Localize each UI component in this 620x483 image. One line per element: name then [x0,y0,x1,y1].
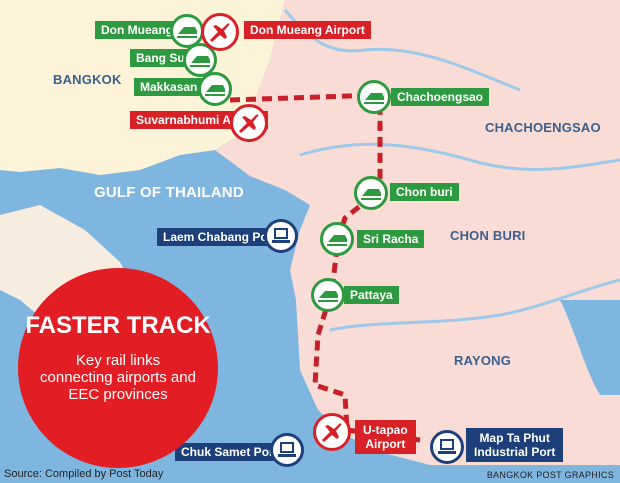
station-makkasan-label: Makkasan [134,78,204,96]
airport-utapao-line2: Airport [365,437,406,451]
port-chuk-samet-label: Chuk Samet Port [175,443,284,461]
page-title: FASTER TRACK [25,312,211,339]
region-chachoengsao: CHACHOENGSAO [485,120,601,135]
station-sri-racha-label: Sri Racha [357,230,425,248]
rail-line [229,92,421,443]
port-map-ta-phut-line1: Map Ta Phut [479,431,550,445]
port-crane-icon [264,219,298,253]
port-map-ta-phut-label: Map Ta Phut Industrial Port [466,428,564,462]
port-crane-icon [270,433,304,467]
region-bangkok: BANGKOK [53,72,122,87]
gulf-label: GULF OF THAILAND [94,184,244,201]
airport-don-mueang-label: Don Mueang Airport [244,21,371,39]
train-icon [311,278,345,312]
station-chonburi-label: Chon buri [390,183,459,201]
station-chachoengsao-label: Chachoengsao [391,88,490,106]
train-icon [320,222,354,256]
airplane-icon [201,13,239,51]
station-pattaya-label: Pattaya [344,286,399,304]
airplane-icon [230,104,268,142]
train-icon [357,80,391,114]
port-crane-icon [430,430,464,464]
port-laem-chabang-label: Laem Chabang Port [157,228,283,246]
port-map-ta-phut-line2: Industrial Port [474,445,556,459]
train-icon [198,72,232,106]
airport-utapao-label: U-tapao Airport [355,420,416,454]
sea-inlet-east [560,300,620,395]
airport-utapao-line1: U-tapao [363,423,408,437]
page-subtitle: Key rail links connecting airports and E… [40,352,196,403]
credit-note: BANGKOK POST GRAPHICS [486,470,614,480]
source-note: Source: Compiled by Post Today [4,468,164,480]
train-icon [354,176,388,210]
river-2 [299,142,620,171]
title-badge: FASTER TRACK Key rail links connecting a… [18,268,218,468]
station-bang-sue-label: Bang Sue [130,49,198,67]
region-chonburi: CHON BURI [450,228,526,243]
region-rayong: RAYONG [454,353,512,368]
river-3 [329,278,620,332]
airplane-icon [313,413,351,451]
station-don-mueang-label: Don Mueang [95,21,179,39]
